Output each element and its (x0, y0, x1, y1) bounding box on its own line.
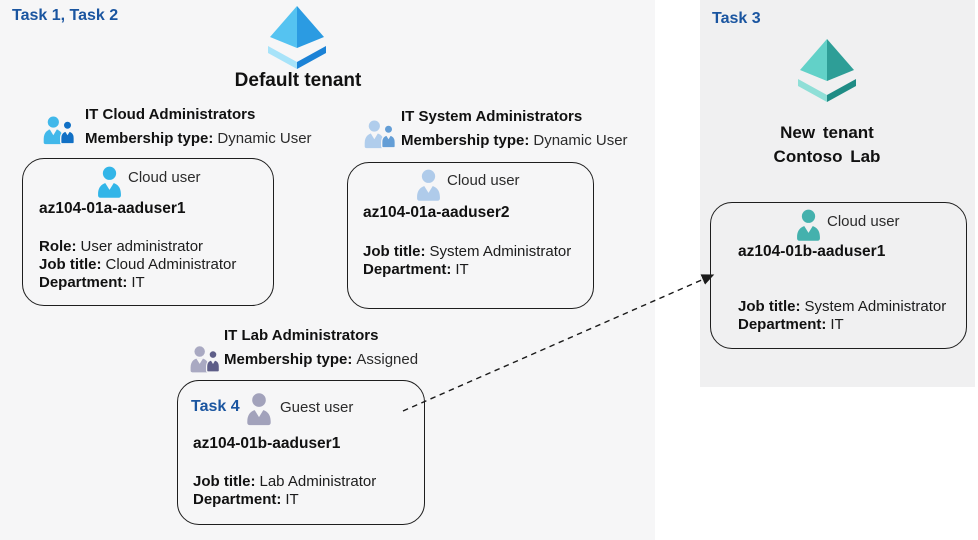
cloud-user-icon (795, 208, 822, 242)
user-field-job-title: Job title:System Administrator (738, 298, 946, 316)
default-tenant-area (0, 0, 655, 540)
user-fields: Role:User administrator Job title:Cloud … (39, 238, 236, 292)
username: az104-01b-aaduser1 (738, 243, 886, 260)
membership-label: Membership type: (401, 132, 530, 149)
user-type-label: Cloud user (128, 169, 201, 186)
field-label: Department: (193, 491, 282, 508)
field-label: Department: (738, 316, 827, 333)
field-label: Job title: (738, 298, 801, 315)
field-value: System Administrator (429, 243, 572, 260)
field-label: Job title: (39, 256, 102, 273)
tenant-title-default: Default tenant (234, 70, 362, 91)
tenant-title-new-line2: Contoso Lab (773, 147, 881, 166)
username: az104-01a-aaduser2 (363, 204, 510, 221)
group-name-system-admins: IT System Administrators (401, 108, 583, 125)
field-label: Department: (363, 261, 452, 278)
azure-ad-tenant-icon-teal (793, 38, 861, 102)
dashed-arrow (395, 262, 735, 422)
field-value: IT (455, 261, 469, 278)
field-value: IT (131, 274, 145, 291)
field-label: Role: (39, 238, 77, 255)
field-value: IT (285, 491, 299, 508)
task-label-3: Task 3 (712, 10, 761, 27)
field-label: Job title: (193, 473, 256, 490)
user-card-guest: Task 4 Guest user az104-01b-aaduser1 Job… (177, 380, 425, 525)
field-value: Lab Administrator (259, 473, 377, 490)
group-membership-cloud-admins: Membership type:Dynamic User (85, 130, 312, 147)
user-field-job-title: Job title:Lab Administrator (193, 473, 376, 491)
membership-value: Dynamic User (217, 130, 312, 147)
group-name-cloud-admins: IT Cloud Administrators (85, 106, 256, 123)
group-membership-system-admins: Membership type:Dynamic User (401, 132, 628, 149)
user-fields: Job title:Lab Administrator Department:I… (193, 473, 376, 509)
group-icon-system-admins (363, 117, 397, 151)
user-field-job-title: Job title:System Administrator (363, 243, 571, 261)
user-fields: Job title:System Administrator Departmen… (738, 298, 946, 334)
field-value: IT (830, 316, 844, 333)
group-icon-lab-admins (189, 343, 221, 375)
field-label: Job title: (363, 243, 426, 260)
user-fields: Job title:System Administrator Departmen… (363, 243, 571, 279)
membership-label: Membership type: (85, 130, 214, 147)
user-card-aaduser2: Cloud user az104-01a-aaduser2 Job title:… (347, 162, 594, 309)
user-field-job-title: Job title:Cloud Administrator (39, 256, 236, 274)
field-value: System Administrator (804, 298, 947, 315)
group-name-lab-admins: IT Lab Administrators (224, 327, 379, 344)
membership-value: Dynamic User (533, 132, 628, 149)
task-label-1-2: Task 1, Task 2 (12, 7, 119, 24)
task-label-4: Task 4 (191, 398, 240, 415)
group-membership-lab-admins: Membership type:Assigned (224, 351, 418, 368)
field-label: Department: (39, 274, 128, 291)
username: az104-01a-aaduser1 (39, 200, 186, 217)
user-type-label: Guest user (280, 399, 354, 416)
user-field-department: Department:IT (363, 261, 571, 279)
azure-ad-tenant-icon-blue (262, 5, 332, 69)
cloud-user-icon (415, 168, 442, 202)
membership-value: Assigned (356, 351, 419, 368)
membership-label: Membership type: (224, 351, 353, 368)
field-value: Cloud Administrator (105, 256, 237, 273)
user-field-department: Department:IT (193, 491, 376, 509)
user-field-department: Department:IT (39, 274, 236, 292)
user-field-role: Role:User administrator (39, 238, 236, 256)
tenant-title-new-line1: New tenant (780, 123, 874, 142)
user-type-label: Cloud user (827, 213, 900, 230)
cloud-user-icon (96, 165, 123, 199)
user-card-new-tenant: Cloud user az104-01b-aaduser1 Job title:… (710, 202, 967, 349)
group-icon-cloud-admins (42, 113, 76, 147)
field-value: User administrator (80, 238, 204, 255)
username: az104-01b-aaduser1 (193, 435, 341, 452)
user-card-aaduser1: Cloud user az104-01a-aaduser1 Role:User … (22, 158, 274, 306)
user-field-department: Department:IT (738, 316, 946, 334)
guest-user-icon (245, 392, 273, 426)
user-type-label: Cloud user (447, 172, 520, 189)
